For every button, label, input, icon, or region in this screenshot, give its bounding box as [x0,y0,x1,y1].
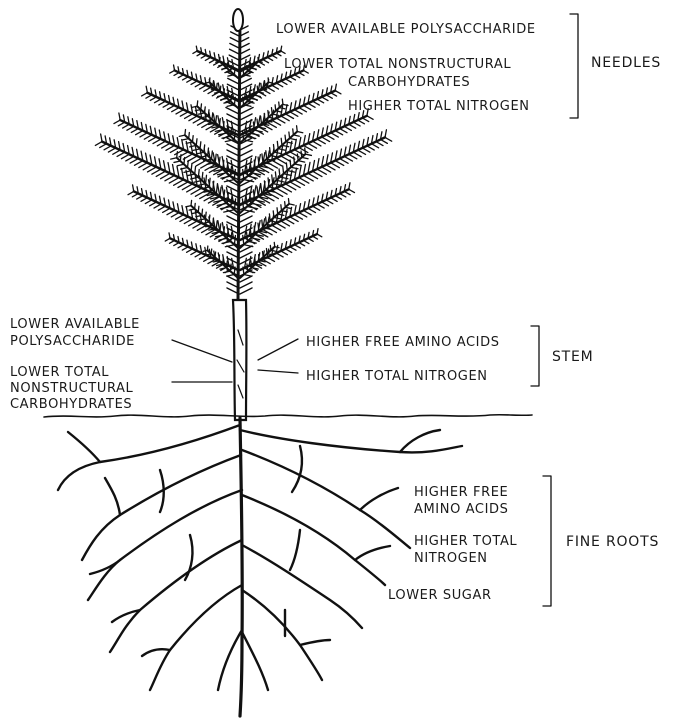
roots-label-nitrogen: NITROGEN [414,551,488,566]
roots-label-total: HIGHER TOTAL [414,534,517,549]
needles-group-label: NEEDLES [591,55,661,71]
roots-label-sugar: LOWER SUGAR [388,588,492,603]
stem-left-label-total: LOWER TOTAL [10,365,109,380]
lateral-root [360,488,398,510]
stem-left-label-available: LOWER AVAILABLE [10,317,140,332]
lateral-root [90,560,120,574]
lateral-root [300,640,330,645]
apical-bud [233,9,243,31]
soil-line [44,415,532,417]
stem-label-nitrogen: HIGHER TOTAL NITROGEN [306,369,488,384]
stem-label-amino-acids: HIGHER FREE AMINO ACIDS [306,335,500,350]
needles-label-nitrogen: HIGHER TOTAL NITROGEN [348,99,530,114]
lateral-root [242,495,385,585]
leader-line [172,340,232,362]
stem-left-label-nonstructural: NONSTRUCTURAL [10,381,134,396]
taproot [240,418,242,716]
roots-label-free: HIGHER FREE [414,485,508,500]
branch [216,58,238,78]
trunk [238,20,240,300]
stem-left-label-polysaccharide: POLYSACCHARIDE [10,334,135,349]
lateral-root [68,432,100,462]
lateral-root [290,530,300,570]
fine-roots-bracket [543,476,551,606]
needles-label-carbohydrates: CARBOHYDRATES [348,75,470,90]
stem-left-label-carbohydrates: CARBOHYDRATES [10,397,132,412]
leader-line [258,339,298,360]
branch [240,58,262,78]
lateral-root [150,585,242,690]
lateral-root [400,430,440,452]
lateral-root [242,450,410,548]
roots-label-amino-acids: AMINO ACIDS [414,502,508,517]
leader-line [258,370,298,373]
lateral-root [105,478,120,515]
lateral-root [88,490,242,600]
lateral-root [242,545,362,628]
lateral-root [58,425,240,490]
lateral-root [110,540,242,652]
needles-label-nonstructural: LOWER TOTAL NONSTRUCTURAL [284,57,511,72]
fine-roots-group-label: FINE ROOTS [566,534,659,550]
lateral-root [242,590,322,680]
needles-label-polysaccharide: LOWER AVAILABLE POLYSACCHARIDE [276,22,536,37]
stem-bracket [531,326,539,386]
lateral-root [218,630,242,690]
stem [233,300,246,420]
needles-bracket [570,14,578,118]
lateral-root [242,632,268,690]
lateral-root [355,546,390,560]
stem-group-label: STEM [552,349,594,365]
root-system [58,418,462,716]
lateral-root [292,446,302,492]
